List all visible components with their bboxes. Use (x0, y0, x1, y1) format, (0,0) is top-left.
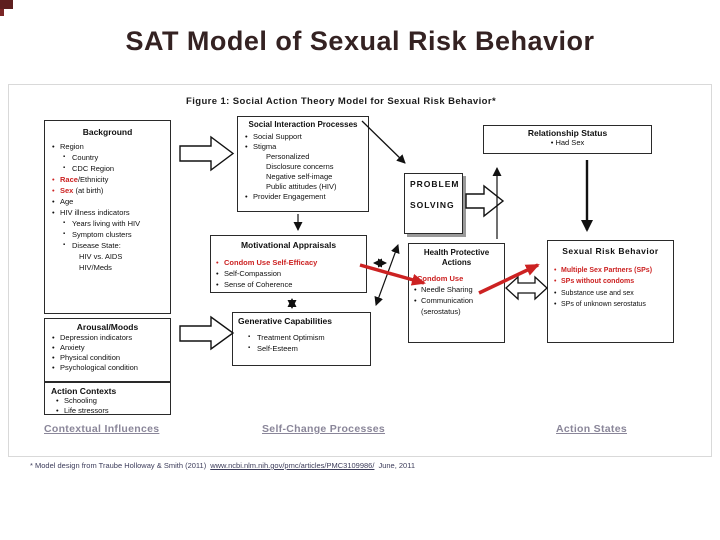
list-item: Depression indicators (45, 333, 170, 343)
list-item: Stigma (238, 142, 368, 152)
list-item: Years living with HIV (45, 218, 170, 229)
problem-solving-line: PROBLEM (410, 179, 460, 189)
label-contextual-influences: Contextual Influences (44, 423, 160, 435)
box-title: Background (82, 127, 133, 137)
box-sexual-risk-behavior: Sexual Risk Behavior Multiple Sex Partne… (547, 240, 674, 343)
list-item: Symptom clusters (45, 229, 170, 240)
box-social-interaction-processes: Social Interaction Processes Social Supp… (237, 116, 369, 212)
list-item: Race/Ethnicity (45, 174, 170, 185)
list-item: Age (45, 196, 170, 207)
box-health-protective-actions: Health Protective Actions Condom Use Nee… (408, 243, 505, 343)
box-action-contexts: Action Contexts Schooling Life stressors (44, 382, 171, 416)
slide-corner-mark (0, 0, 13, 9)
list-item: HIV illness indicators (45, 207, 170, 218)
list-item: Schooling (45, 396, 170, 406)
list-item: Disease State: (45, 240, 170, 251)
list-item: Self-Compassion (211, 268, 366, 279)
list-item: Substance use and sex (548, 288, 673, 300)
box-title: Relationship Status (527, 128, 608, 138)
list-item: Personalized (266, 151, 310, 161)
box-title: Arousal/Moods (76, 322, 139, 332)
page-title: SAT Model of Sexual Risk Behavior (125, 26, 595, 56)
list-item: Sense of Coherence (211, 279, 366, 290)
list-item: Psychological condition (45, 363, 170, 373)
list-item: Treatment Optimism (233, 332, 370, 343)
list-item: HIV vs. AIDS (79, 252, 123, 261)
list-item: Provider Engagement (238, 192, 368, 202)
list-item: Region (45, 141, 170, 152)
slide-corner-mark (0, 9, 4, 16)
list-item: Anxiety (45, 343, 170, 353)
box-relationship-status: Relationship Status Had Sex (483, 125, 652, 154)
figure-caption: Figure 1: Social Action Theory Model for… (186, 96, 497, 107)
list-item: Had Sex (484, 138, 651, 148)
list-item: Life stressors (45, 406, 170, 416)
label-self-change-processes: Self-Change Processes (262, 423, 386, 435)
box-title: Action Contexts (51, 386, 117, 396)
list-item: Multiple Sex Partners (SPs) (548, 265, 673, 277)
box-generative-capabilities: Generative Capabilities Treatment Optimi… (232, 312, 371, 366)
box-arousal-moods: Arousal/Moods Depression indicators Anxi… (44, 318, 171, 382)
list-item: CDC Region (45, 163, 170, 174)
box-motivational-appraisals: Motivational Appraisals Condom Use Self-… (210, 235, 367, 293)
list-item: (serostatus) (421, 307, 461, 316)
list-item: Country (45, 152, 170, 163)
box-title: Motivational Appraisals (240, 240, 337, 250)
list-item: Needle Sharing (409, 284, 504, 295)
figure-frame (8, 84, 712, 457)
list-item: Physical condition (45, 353, 170, 363)
list-item: SPs without condoms (548, 276, 673, 288)
list-item: Social Support (238, 132, 368, 142)
footnote: * Model design from Traube Holloway & Sm… (30, 461, 415, 470)
list-item: Public attitudes (HIV) (266, 181, 337, 191)
label-action-states: Action States (556, 423, 627, 435)
box-title: Generative Capabilities (238, 316, 333, 326)
box-title: Health Protective Actions (423, 248, 490, 267)
footnote-text: * Model design from Traube Holloway & Sm… (30, 461, 207, 470)
list-item: Self-Esteem (233, 343, 370, 354)
list-item: Negative self-image (266, 171, 333, 181)
box-title: Sexual Risk Behavior (562, 246, 659, 256)
list-item: Disclosure concerns (266, 161, 334, 171)
list-item: Condom Use Self-Efficacy (211, 257, 366, 268)
list-item: Condom Use (417, 274, 464, 283)
list-item: Sex (at birth) (45, 185, 170, 196)
box-background: Background Region Country CDC Region Rac… (44, 120, 171, 314)
list-item: HIV/Meds (79, 263, 112, 272)
problem-solving-line: SOLVING (410, 200, 455, 210)
box-title: Social Interaction Processes (248, 120, 358, 129)
list-item: SPs of unknown serostatus (548, 299, 673, 311)
list-item: Communication (409, 295, 504, 306)
footnote-date: June, 2011 (378, 461, 416, 470)
box-problem-solving: PROBLEM SOLVING (404, 173, 463, 234)
footnote-link[interactable]: www.ncbi.nlm.nih.gov/pmc/articles/PMC310… (210, 461, 375, 470)
